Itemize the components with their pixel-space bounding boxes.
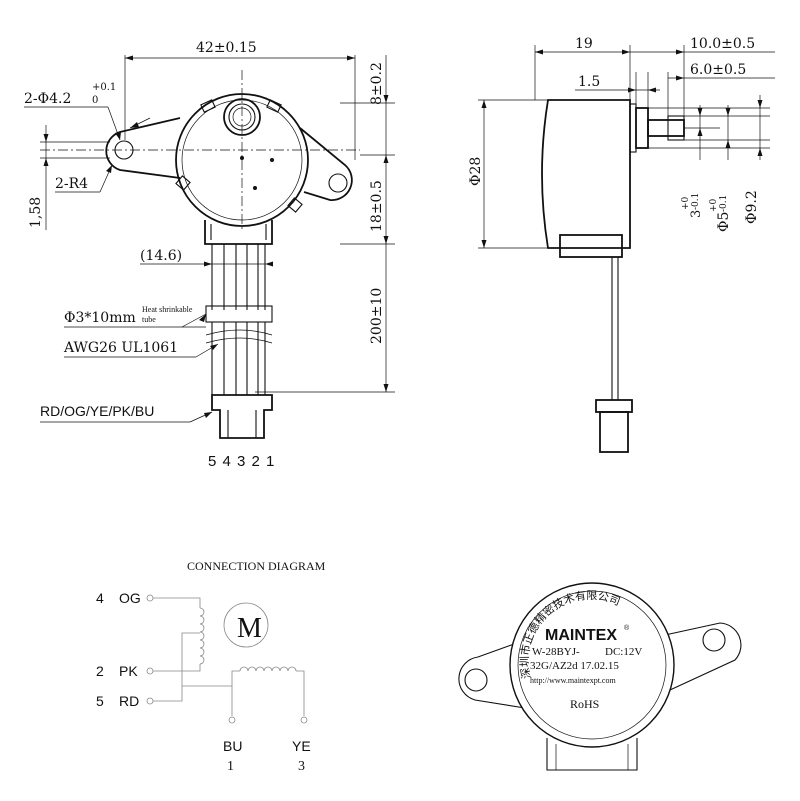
- connection-diagram: CONNECTION DIAGRAM 4 OG 2 PK 5 RD M BU 1…: [96, 559, 326, 774]
- left-ear: [105, 117, 181, 179]
- wire-connector: [211, 394, 273, 439]
- side-wire-housing: [559, 234, 623, 258]
- label-registered: ®: [624, 624, 630, 632]
- tube-label-1: Heat shrinkable: [142, 305, 193, 314]
- wire-1-num: 1: [227, 759, 234, 774]
- dim-flat-width: 3: [689, 210, 704, 218]
- front-view: 42±0.15 8±0.2 18±0.5 200±10: [24, 40, 395, 470]
- dim-body: 19: [575, 36, 593, 52]
- dim-top: 8±0.2: [369, 62, 385, 105]
- wire-pk-label: PK: [119, 663, 138, 679]
- tube-label-2: tube: [142, 315, 156, 324]
- terminal-pk: [146, 667, 154, 675]
- label-left-ear: [458, 639, 526, 709]
- dim-shaft-total: 10.0±0.5: [690, 36, 755, 52]
- dim-offset: 1,58: [28, 197, 44, 228]
- side-shaft: [647, 119, 685, 137]
- heat-shrink-tube: [205, 305, 273, 323]
- wire-rd-label: RD: [119, 693, 139, 709]
- label-right-hole: [702, 628, 726, 652]
- dim-width: 42±0.15: [196, 40, 257, 56]
- dim-flat-tol-bot: -0.1: [691, 193, 701, 210]
- wire-5-num: 5: [96, 693, 104, 709]
- motor-symbol-circle: [223, 602, 269, 648]
- dim-radius: 2-R4: [55, 176, 88, 192]
- pin-numbers: 5 4 3 2 1: [208, 453, 275, 470]
- wire-colors: RD/OG/YE/PK/BU: [40, 403, 154, 419]
- wire-2-num: 2: [96, 663, 104, 679]
- wire-og-label: OG: [119, 590, 141, 606]
- dim-hole-tol2: 0: [92, 95, 98, 106]
- label-voltage: DC:12V: [605, 646, 642, 658]
- label-motor-body: [509, 582, 675, 748]
- right-mount-hole: [328, 173, 348, 193]
- wire-ye-label: YE: [292, 738, 311, 754]
- wire-housing: [204, 220, 273, 245]
- dim-hole: 2-Φ4.2: [24, 91, 71, 107]
- dim-shaft-dia: Φ5: [716, 212, 732, 232]
- dim-wire-width: (14.6): [140, 248, 182, 264]
- label-right-ear: [664, 622, 742, 691]
- label-url: http://www.maintexpt.com: [530, 676, 616, 685]
- wire-bu-label: BU: [223, 738, 242, 754]
- label-cert: RoHS: [570, 697, 599, 711]
- label-code: 32G/AZ2d 17.02.15: [530, 660, 619, 672]
- dim-hole-tol: +0.1: [92, 82, 116, 93]
- dim-shaft-tol-top: +0: [709, 198, 719, 212]
- tube-size: Φ3*10mm: [64, 310, 136, 326]
- dim-boss: Φ9.2: [744, 190, 760, 224]
- dim-flat: 6.0±0.5: [690, 62, 746, 78]
- label-brand: MAINTEX: [545, 627, 617, 644]
- connection-title: CONNECTION DIAGRAM: [187, 559, 326, 573]
- side-connector: [595, 399, 633, 413]
- dim-diameter: Φ28: [468, 157, 484, 186]
- label-model: W-28BYJ-: [532, 646, 580, 658]
- label-left-hole: [464, 668, 488, 692]
- terminal-og: [146, 594, 154, 602]
- shaft-boss: [223, 98, 261, 136]
- side-body: [541, 99, 631, 249]
- terminal-ye: [300, 716, 308, 724]
- terminal-rd: [146, 697, 154, 705]
- dim-shaft-tol-bot: -0.1: [719, 195, 729, 212]
- right-ear: [299, 127, 353, 201]
- side-shaft-boss: [635, 107, 649, 149]
- motor-symbol: M: [237, 613, 262, 644]
- dim-lower: 18±0.5: [369, 180, 385, 232]
- side-view: 19 10.0±0.5 6.0±0.5 1.5 Φ28: [468, 36, 775, 453]
- dim-lead: 200±10: [369, 288, 385, 344]
- left-mount-hole: [114, 140, 134, 160]
- wire-3-num: 3: [298, 759, 305, 774]
- dim-flat-tol-top: +0: [681, 196, 691, 210]
- label-view: 深圳市正德精密技术有限公司 MAINTEX ® W-28BYJ- DC:12V …: [458, 582, 742, 771]
- label-wire-housing: [546, 738, 638, 771]
- wire-bundle: [205, 244, 273, 395]
- dim-step: 1.5: [578, 74, 600, 90]
- terminal-bu: [228, 716, 236, 724]
- wire-spec: AWG26 UL1061: [63, 340, 178, 356]
- wire-4-num: 4: [96, 590, 104, 606]
